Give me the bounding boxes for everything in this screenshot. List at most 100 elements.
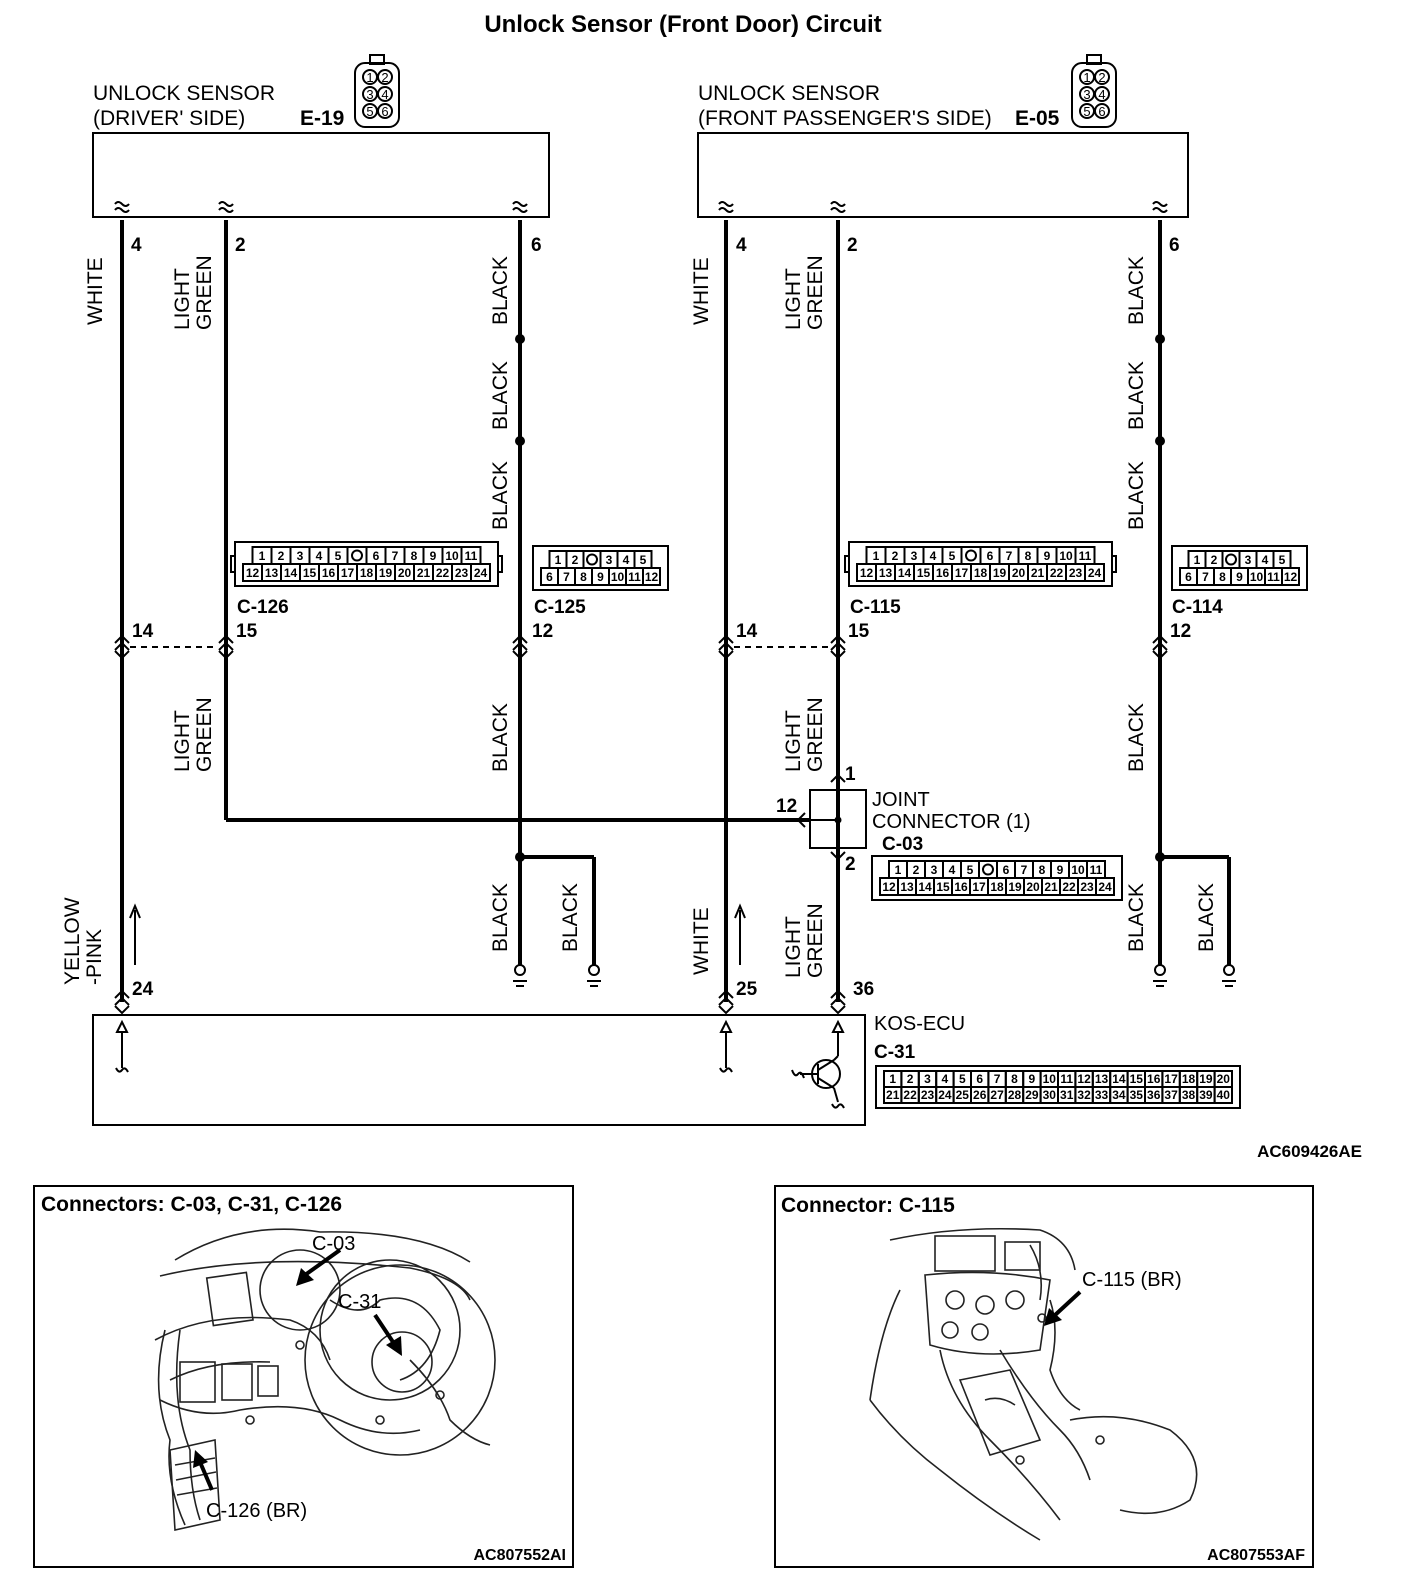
pin-d4: 4 [131,235,142,256]
connector-pin-label: 37 [1164,1088,1178,1102]
sensor-pin-label: 4 [381,87,388,102]
console-sketch-right [869,1227,1198,1541]
wire-label-black-p6: BLACK [1195,883,1218,952]
wire-label-green-d2: GREEN [193,697,216,772]
connector-pin-label: 12 [246,566,260,580]
connector-pin-label: 1 [889,1072,896,1086]
signal-arrow-left [129,903,141,965]
connector-pin-label: 19 [1008,880,1022,894]
sensor-pin-label: 5 [366,104,373,119]
connector-pin-label: 9 [1236,570,1243,584]
pin-p4: 4 [736,235,747,256]
connector-pin-label: 13 [265,566,279,580]
wire-label-black-d1: BLACK [489,256,512,325]
connector-pin-label: 11 [1267,570,1280,584]
connector-pin-label: 22 [903,1088,917,1102]
wire-label-green-p3: GREEN [804,903,827,978]
connector-pin-label: 2 [572,553,579,567]
connector-pin-label: 18 [360,566,374,580]
connector-pin-label: 6 [373,549,380,563]
pin-d2: 2 [235,235,246,256]
sensor-pin-label: 4 [1098,87,1105,102]
pin-d12: 12 [532,621,553,642]
driver-sensor-label-2: (DRIVER' SIDE) [93,107,245,130]
passenger-sensor-label-2: (FRONT PASSENGER'S SIDE) [698,107,992,130]
wire-driver-white [114,201,130,1014]
connector-pin-label: 12 [882,880,896,894]
location-panel-left [33,1185,574,1568]
pin-d14: 14 [132,621,154,642]
connector-pin-label: 4 [942,1072,949,1086]
connector-pin-label: 12 [1077,1072,1091,1086]
connector-pin-label: 19 [379,566,393,580]
connector-pin-label: 4 [949,863,956,877]
connector-pin-label: 35 [1130,1088,1144,1102]
connector-pin-label: 7 [1021,863,1028,877]
wire-label-black-p5: BLACK [1125,883,1148,952]
connector-pin-label: 21 [417,566,431,580]
connector-label-c03: C-03 [882,834,923,855]
connector-pin-label: 28 [1008,1088,1022,1102]
driver-sensor-connector-id: E-19 [300,107,344,130]
sensor-pin-label: 5 [1083,104,1090,119]
connector-pin-label: 9 [430,549,437,563]
connector-pin-label: 38 [1182,1088,1196,1102]
connector-pin-label: 19 [1199,1072,1213,1086]
connector-pin-label: 11 [1060,1072,1073,1086]
wire-driver-black [512,201,602,987]
wire-label-black-d4: BLACK [489,703,512,772]
connector-pin-label: 2 [892,549,899,563]
connector-label-c114: C-114 [1172,597,1223,618]
driver-sensor-label-1: UNLOCK SENSOR [93,82,275,105]
connector-pin-label: 3 [1245,553,1252,567]
connector-pin-label: 6 [976,1072,983,1086]
ecu-internal-mid [719,1021,733,1073]
connector-pin-label: 15 [1130,1072,1144,1086]
connector-pin-label: 24 [1098,880,1112,894]
connector-pin-label: 3 [924,1072,931,1086]
connector-pin-label: 17 [341,566,355,580]
connector-pin-label: 18 [990,880,1004,894]
joint-connector-box [796,773,867,861]
callout-arrow-c115 [1044,1290,1082,1326]
connector-pin-label: 21 [1031,566,1045,580]
connector-pin-label: 11 [1090,863,1103,877]
connector-pin-label: 9 [1044,549,1051,563]
connector-pin-label: 8 [1025,549,1032,563]
connector-pin-label: 12 [645,570,659,584]
pin-p6: 6 [1169,235,1180,256]
wire-label-green-d1: GREEN [193,255,216,330]
connector-pin-label: 39 [1199,1088,1213,1102]
wire-label-light-p2: LIGHT [782,710,805,772]
wire-label-black-p3: BLACK [1125,461,1148,530]
wire-passenger-white [718,201,734,1014]
wire-label-black-d3: BLACK [489,461,512,530]
connector-pin-label: 6 [1003,863,1010,877]
connector-pin-label: 20 [1026,880,1040,894]
joint-connector-label-1: JOINT [872,789,930,811]
connector-pin-label: 4 [316,549,323,563]
callout-arrow-c126 [193,1450,214,1491]
wire-driver-lightgreen [218,201,810,822]
connector-pin-label: 5 [335,549,342,563]
wire-label-black-d5: BLACK [489,883,512,952]
sensor-pin-label: 6 [381,104,388,119]
connector-label-c125: C-125 [534,597,586,618]
connector-pin-label: 16 [322,566,336,580]
pin-ecu24: 24 [132,979,154,1000]
connector-pin-label: 11 [628,570,641,584]
connector-pin-label: 25 [956,1088,970,1102]
panel-left-title: Connectors: C-03, C-31, C-126 [41,1193,342,1216]
dashboard-sketch-left [154,1228,496,1531]
connector-pin-label: 11 [465,549,478,563]
connector-pin-label: 12 [1284,570,1298,584]
connector-pin-label: 17 [955,566,969,580]
connector-pin-label: 5 [959,1072,966,1086]
connector-pin-label: 15 [917,566,931,580]
connector-pin-label: 20 [1012,566,1026,580]
ecu-internal-left [115,1021,129,1073]
connector-pin-label: 8 [1011,1072,1018,1086]
